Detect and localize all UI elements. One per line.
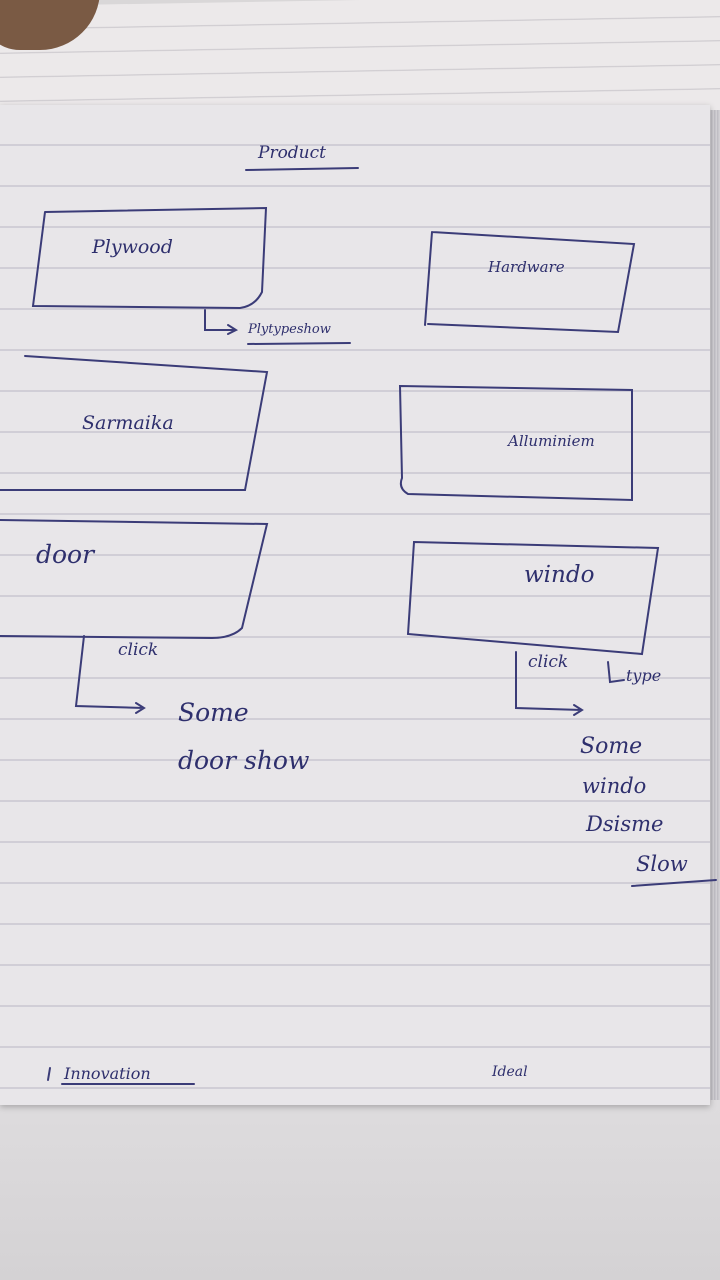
plywood-note-underline: [247, 342, 351, 345]
page-heading: Product: [258, 143, 326, 163]
hardware-label: Hardware: [488, 258, 565, 276]
window-result-line2: windo: [582, 774, 647, 798]
notebook-page: [0, 105, 710, 1105]
window-type-label: type: [626, 666, 662, 685]
aluminium-label: Alluminiem: [508, 432, 595, 450]
footer-left: Innovation: [64, 1064, 151, 1083]
plywood-box: [31, 206, 268, 310]
footer-tick: [47, 1067, 51, 1081]
window-label: windo: [524, 562, 595, 588]
door-click-label: click: [118, 640, 159, 660]
window-type-arrow: [607, 661, 625, 684]
plywood-label: Plywood: [92, 236, 173, 258]
heading-underline: [245, 167, 359, 171]
window-result-line4: Slow: [636, 852, 688, 876]
footer-right: Ideal: [492, 1064, 528, 1080]
door-box: [0, 519, 269, 640]
plywood-arrow: [204, 309, 239, 335]
hardware-box: [424, 231, 636, 334]
sarmaika-label: Sarmaika: [82, 412, 174, 434]
desk-surface: [0, 1100, 720, 1280]
slow-underline: [631, 879, 717, 887]
door-result-line2: door show: [178, 746, 310, 775]
window-result-line3: Dsisme: [586, 812, 664, 836]
window-click-arrow: [515, 651, 584, 716]
window-click-label: click: [528, 652, 569, 672]
door-label: door: [36, 540, 95, 569]
aluminium-box: [398, 384, 633, 502]
plywood-note: Plytypeshow: [248, 322, 331, 337]
door-click-arrow: [74, 635, 146, 714]
window-result-line1: Some: [580, 734, 643, 759]
window-box: [406, 540, 660, 656]
door-result-line1: Some: [178, 698, 249, 727]
sarmaika-box: [0, 355, 269, 491]
